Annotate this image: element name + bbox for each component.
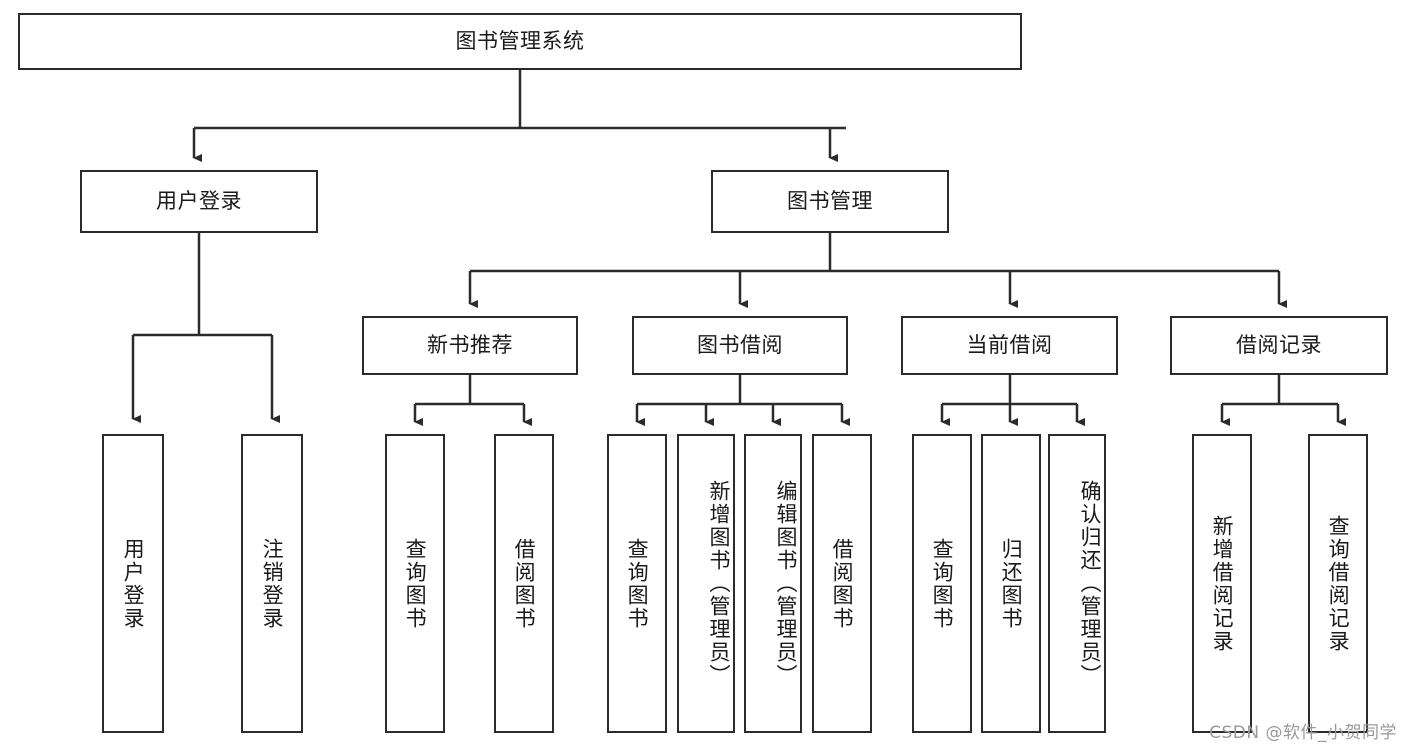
node-current-borrow-label: 当前借阅: [966, 332, 1053, 357]
node-leaf-query-book-3[interactable]: 查询图书: [912, 434, 972, 733]
node-book-borrow-label: 图书借阅: [697, 332, 783, 357]
node-leaf-query-record-label: 查询借阅记录: [1326, 514, 1351, 653]
node-leaf-query-record[interactable]: 查询借阅记录: [1308, 434, 1368, 733]
node-leaf-borrow-book-2[interactable]: 借阅图书: [812, 434, 872, 733]
node-new-book-recommend[interactable]: 新书推荐: [362, 316, 578, 375]
node-user-login-label: 用户登录: [156, 188, 242, 213]
node-root[interactable]: 图书管理系统: [18, 13, 1022, 70]
node-leaf-query-book-2-label: 查询图书: [625, 537, 650, 630]
node-leaf-add-book-label: 新增图书（管理员）: [707, 480, 731, 687]
watermark-text: CSDN @软件_小贺同学: [1209, 723, 1397, 743]
node-leaf-query-book-2[interactable]: 查询图书: [607, 434, 667, 733]
node-root-label: 图书管理系统: [455, 28, 585, 53]
node-user-login[interactable]: 用户登录: [80, 170, 318, 233]
node-book-manage[interactable]: 图书管理: [711, 170, 949, 233]
node-borrow-record-label: 借阅记录: [1236, 332, 1322, 357]
node-leaf-return-book[interactable]: 归还图书: [981, 434, 1041, 733]
node-leaf-confirm-return-label: 确认归还（管理员）: [1078, 480, 1102, 687]
node-leaf-borrow-book-1-label: 借阅图书: [512, 537, 537, 630]
node-leaf-borrow-book-2-label: 借阅图书: [830, 537, 855, 630]
node-leaf-add-record-label: 新增借阅记录: [1210, 514, 1235, 653]
node-leaf-query-book-1[interactable]: 查询图书: [385, 434, 445, 733]
node-leaf-logout-label: 注销登录: [260, 537, 285, 630]
node-leaf-add-book[interactable]: 新增图书（管理员）: [677, 434, 735, 733]
node-leaf-user-login-label: 用户登录: [121, 537, 146, 630]
node-leaf-edit-book[interactable]: 编辑图书（管理员）: [744, 434, 802, 733]
node-leaf-borrow-book-1[interactable]: 借阅图书: [494, 434, 554, 733]
node-new-book-recommend-label: 新书推荐: [427, 332, 513, 357]
node-leaf-edit-book-label: 编辑图书（管理员）: [774, 480, 798, 687]
node-leaf-query-book-1-label: 查询图书: [403, 537, 428, 630]
node-book-manage-label: 图书管理: [787, 188, 873, 213]
node-leaf-logout[interactable]: 注销登录: [241, 434, 303, 733]
node-current-borrow[interactable]: 当前借阅: [901, 316, 1118, 375]
node-leaf-return-book-label: 归还图书: [999, 537, 1024, 630]
node-borrow-record[interactable]: 借阅记录: [1170, 316, 1388, 375]
node-leaf-query-book-3-label: 查询图书: [930, 537, 955, 630]
node-leaf-add-record[interactable]: 新增借阅记录: [1192, 434, 1252, 733]
node-book-borrow[interactable]: 图书借阅: [632, 316, 848, 375]
node-leaf-user-login[interactable]: 用户登录: [102, 434, 164, 733]
node-leaf-confirm-return[interactable]: 确认归还（管理员）: [1048, 434, 1106, 733]
